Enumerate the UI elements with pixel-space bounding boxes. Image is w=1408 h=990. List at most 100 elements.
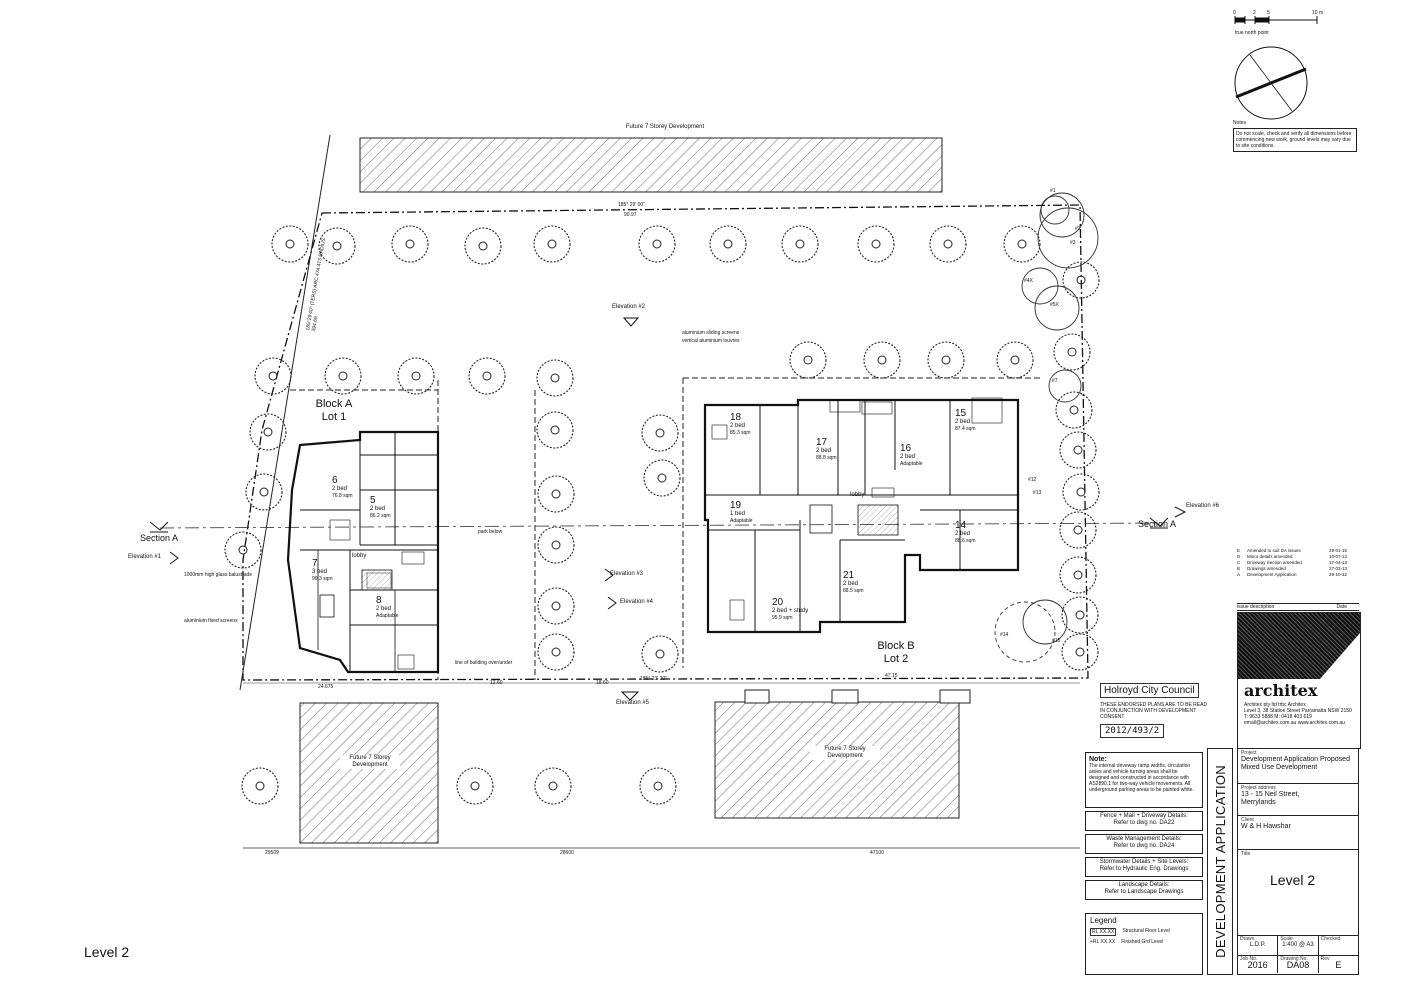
bottom-dim-4: 47.15 <box>885 673 898 679</box>
block-b-title: Block B <box>877 640 915 652</box>
tree-symbol <box>534 767 572 805</box>
address-value: 13 - 15 Neil Street, Merrylands <box>1241 791 1300 806</box>
reference-box: Landscape Details:Refer to Landscape Dra… <box>1085 880 1203 900</box>
notes-box: Note: The internal driveway ramp widths,… <box>1085 752 1203 808</box>
drawn-label: Drawn <box>1240 936 1255 942</box>
block-a-lobby: lobby <box>352 553 367 559</box>
revisions-header-desc: issue description <box>1237 604 1275 610</box>
tree-symbol <box>641 414 679 452</box>
bottom-overall-1: 29509 <box>265 850 279 856</box>
tree-symbol <box>1062 473 1100 511</box>
reference-text: Refer to Hydraulic Eng. Drawings <box>1099 866 1189 872</box>
title-block-row-drawn: Drawn L.D.P. Scale 1:400 @ A3 Checked <box>1238 936 1358 956</box>
unit-8-num: 8 <box>376 595 382 606</box>
title-block-title: Title Level 2 <box>1238 850 1358 936</box>
tree-symbol <box>638 225 676 263</box>
north-compass <box>1234 46 1308 120</box>
stamp-council: Holroyd City Council <box>1100 683 1199 698</box>
scale-cell: Scale 1:400 @ A3 <box>1278 936 1319 955</box>
tree-symbol <box>1003 225 1041 263</box>
block-a-note-balustrade: 1000mm high glass balustrade <box>184 572 253 578</box>
tree-symbol <box>271 225 309 263</box>
block-a-note-line: line of building over/under <box>455 660 513 666</box>
unit-5: 5 2 bed 86.2 sqm <box>370 495 391 519</box>
legend-title: Legend <box>1090 916 1117 925</box>
tree-symbol <box>1061 633 1099 671</box>
existing-tree-canopy <box>1037 207 1099 269</box>
section-a-line <box>159 522 1161 529</box>
unit-15-num: 15 <box>955 408 967 419</box>
block-b-label: Block B Lot 2 <box>874 640 918 666</box>
block-b-note-sliding: aluminium sliding screens <box>682 330 740 336</box>
tree-tag-5x: #5X <box>1050 302 1059 308</box>
revision-date: 29-10-12 <box>1329 572 1348 577</box>
title-value: Level 2 <box>1270 872 1316 888</box>
revision-date: 29-01-15 <box>1329 548 1348 553</box>
architect-block: architex Architex pty ltd trbc Architex … <box>1237 612 1361 749</box>
scale-tick-5: 5 <box>1267 10 1270 16</box>
existing-tree-canopy <box>1034 285 1080 331</box>
elevation-6: Elevation #6 <box>1186 503 1220 509</box>
unit-17-area: 88.8 sqm <box>816 455 837 461</box>
unit-7: 7 3 bed 99.3 sqm <box>312 558 333 582</box>
checked-cell: Checked <box>1319 936 1358 955</box>
tree-symbol <box>709 225 747 263</box>
scale-tick-2: 2 <box>1253 10 1256 16</box>
bottom-overall-3: 47100 <box>870 850 884 856</box>
tree-symbol <box>241 767 279 805</box>
council-stamp: Holroyd City Council THESE ENDORSED PLAN… <box>1100 680 1220 740</box>
tree-symbol <box>1053 333 1091 371</box>
section-a-left: Section A <box>140 533 179 543</box>
block-b-lobby: lobby <box>850 492 865 498</box>
unit-5-area: 86.2 sqm <box>370 513 391 519</box>
unit-5-num: 5 <box>370 495 376 506</box>
tree-symbol <box>537 587 575 625</box>
drawing-label: Drawing No. <box>1280 956 1308 962</box>
revision-rev: C <box>1237 560 1241 565</box>
scale-tick-10: 10 m <box>1312 10 1324 16</box>
unit-16-type: 2 bed <box>900 454 916 460</box>
tree-symbol <box>1055 391 1093 429</box>
legend-item-1-code: RL XX.XX <box>1090 928 1117 936</box>
unit-20-type: 2 bed + study <box>772 608 809 614</box>
architect-logo-graphic <box>1238 613 1360 679</box>
block-a-label: Block A Lot 1 <box>312 398 356 424</box>
revision-date: 17-04-13 <box>1329 560 1348 565</box>
page-caption: Level 2 <box>84 944 130 960</box>
unit-8-area: Adaptable <box>376 613 399 619</box>
unit-20-num: 20 <box>772 597 784 608</box>
legend-item-1: RL XX.XX Structural Floor Level <box>1090 928 1198 936</box>
reference-box: Waste Management Details:Refer to dwg no… <box>1085 834 1203 854</box>
tree-symbol <box>789 341 827 379</box>
architect-line3: T: 9633 5888 M: 0418 403 619 <box>1244 714 1312 720</box>
project-value: Development Application Proposed Mixed U… <box>1241 756 1350 771</box>
tree-symbol <box>857 225 895 263</box>
elevation-1: Elevation #1 <box>128 554 162 560</box>
client-label: Client <box>1241 817 1254 823</box>
stamp-text: THESE ENDORSED PLANS ARE TO BE READ IN C… <box>1100 702 1208 720</box>
unit-17: 17 2 bed 88.8 sqm <box>816 437 837 461</box>
tree-tag-1: #1 <box>1050 188 1056 194</box>
legend-box: Legend RL XX.XX Structural Floor Level +… <box>1085 913 1203 975</box>
rev-value: E <box>1335 960 1342 970</box>
tree-symbol <box>245 473 283 511</box>
tree-symbol <box>863 341 901 379</box>
tree-symbol <box>397 357 435 395</box>
existing-tree-canopy <box>994 601 1056 663</box>
bottom-dim-3: 18.60 <box>596 680 609 686</box>
top-dimension: 90.97 <box>624 212 637 218</box>
job-value: 2016 <box>1247 960 1268 970</box>
architect-name: architex <box>1244 681 1318 700</box>
bottom-dim-1: 24.675 <box>318 684 334 690</box>
future-top-label: Future 7 Storey Development <box>625 124 705 130</box>
existing-tree-canopy <box>1022 599 1068 645</box>
unit-14: 14 2 bed 88.6 sqm <box>955 520 976 544</box>
block-a-title: Block A <box>315 398 353 410</box>
unit-8-type: 2 bed <box>376 606 392 612</box>
scale-bar <box>1234 16 1318 24</box>
reference-text: Refer to dwg no. DA22 <box>1113 820 1175 826</box>
reference-title: Stormwater Details + Site Levels: <box>1099 859 1189 865</box>
